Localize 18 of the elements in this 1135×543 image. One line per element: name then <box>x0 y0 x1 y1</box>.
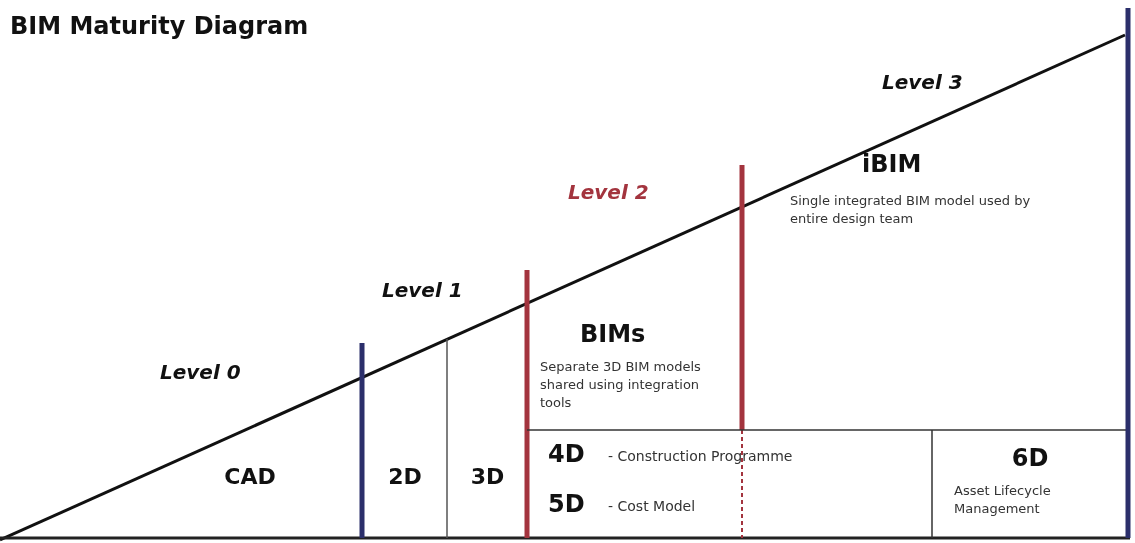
level-label: Level 2 <box>568 180 649 204</box>
cell-text: - Cost Model <box>608 498 696 514</box>
stage-heading: BIMs <box>580 320 646 348</box>
stage-description: Single integrated BIM model used by entire design team <box>790 192 1032 228</box>
diagram-title: BIM Maturity Diagram <box>10 12 309 40</box>
cell-heading: 5D <box>548 490 585 518</box>
cell-heading: 6D <box>1010 444 1050 472</box>
level-label: Level 0 <box>160 360 241 384</box>
cell-heading: 2D <box>387 464 423 489</box>
stage-description: Separate 3D BIM models shared using integration tools <box>540 358 702 412</box>
cell-heading: 4D <box>548 440 585 468</box>
cell-text: - Construction Programme <box>608 448 793 464</box>
cell-text: Asset Lifecycle Management <box>954 482 1052 518</box>
cell-heading: CAD <box>223 464 277 489</box>
cell-heading: 3D <box>469 464 506 489</box>
stage-heading: iBIM <box>862 150 922 178</box>
level-label: Level 3 <box>882 70 963 94</box>
level-label: Level 1 <box>382 278 463 302</box>
